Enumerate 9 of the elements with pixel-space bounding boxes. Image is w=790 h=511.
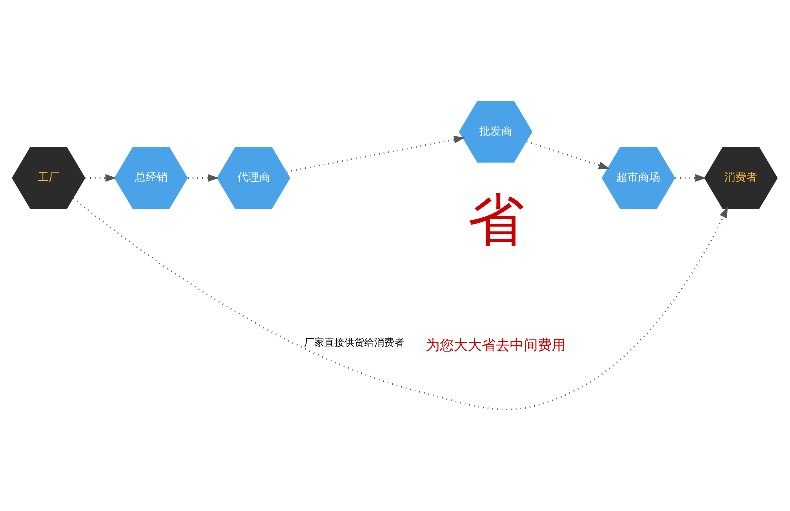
label: 省 xyxy=(468,188,524,254)
arrow xyxy=(86,174,117,182)
arrow xyxy=(188,174,220,182)
arrow xyxy=(526,141,610,170)
label: 为您大大省去中间费用 xyxy=(426,338,566,354)
arrow xyxy=(676,174,707,182)
arrow xyxy=(286,136,466,173)
edge-label: 厂家直接供货给消费者 xyxy=(304,338,405,349)
arrow xyxy=(73,198,728,410)
